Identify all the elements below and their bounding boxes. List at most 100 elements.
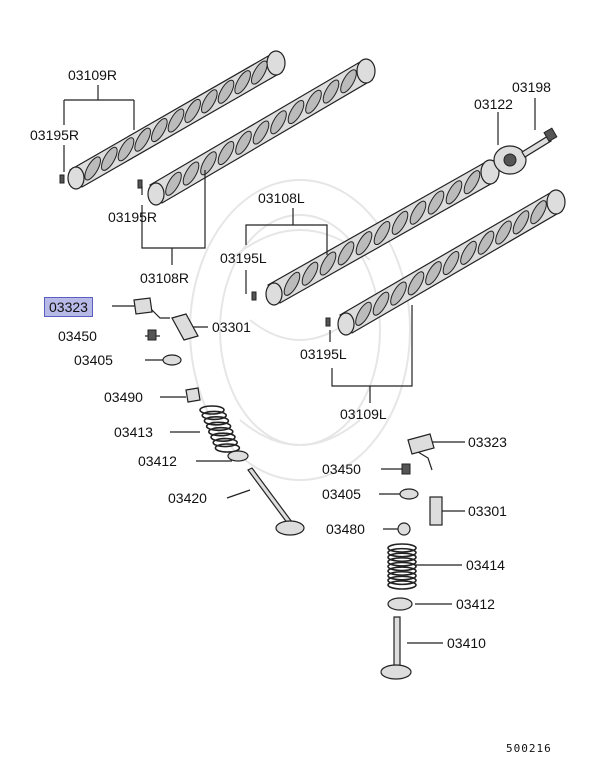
spring-coil — [208, 426, 234, 437]
label-03405-right[interactable]: 03405 — [322, 486, 361, 502]
seat-03412-right — [387, 597, 413, 611]
pin-03195L-bot — [325, 317, 331, 327]
label-03410[interactable]: 03410 — [447, 635, 486, 651]
rocker-arm-03323-left — [133, 297, 153, 315]
spring-03414 — [387, 543, 417, 590]
cam-lobe — [355, 231, 373, 256]
label-03420[interactable]: 03420 — [168, 490, 207, 506]
cam-lobe — [184, 98, 201, 123]
cam-lobe — [182, 161, 200, 186]
spring-coil — [210, 432, 236, 442]
cam-lobe — [167, 108, 185, 133]
label-03323-left-highlighted[interactable]: 03323 — [44, 297, 93, 317]
seal-03405-left — [162, 354, 182, 366]
cam-lobe — [409, 200, 427, 225]
cam-lobe — [117, 137, 135, 162]
label-03109L[interactable]: 03109L — [340, 406, 387, 422]
cam-lobe — [477, 230, 495, 255]
cam-lobe — [407, 271, 425, 296]
cam-lobe — [270, 110, 287, 135]
lash-adjuster-03301-right — [429, 496, 443, 526]
cam-lobe — [134, 127, 151, 152]
valve-03420 — [247, 467, 305, 536]
cam-lobe — [322, 79, 340, 104]
cam-lobe — [165, 171, 182, 196]
rocker-arm-03323-right — [407, 433, 435, 455]
label-03412-left[interactable]: 03412 — [138, 453, 177, 469]
label-03450-right[interactable]: 03450 — [322, 461, 361, 477]
cam-lobe — [201, 89, 218, 114]
cam-lobe — [283, 271, 301, 296]
pin-03195L-top — [251, 291, 257, 301]
cam-lobe — [372, 291, 390, 316]
cam-lobe — [442, 250, 460, 276]
camshaft-03108L — [265, 159, 500, 306]
spring-coil — [387, 580, 417, 590]
label-03108L[interactable]: 03108L — [258, 190, 305, 206]
label-03195L-top[interactable]: 03195L — [220, 250, 267, 266]
spring-coil — [203, 416, 230, 426]
cam-lobe — [84, 156, 101, 181]
label-03413[interactable]: 03413 — [114, 424, 153, 440]
cam-lobe — [495, 220, 512, 245]
cam-lobe — [305, 89, 322, 114]
spring-coil — [387, 557, 417, 567]
camshaft-03109R — [67, 50, 286, 190]
spring-coil — [199, 405, 225, 415]
cam-lobe — [340, 69, 357, 94]
label-03109R[interactable]: 03109R — [68, 67, 118, 83]
retainer-03490 — [185, 387, 201, 403]
spring-coil — [387, 561, 417, 572]
lash-adjuster-03301-left — [171, 313, 199, 341]
spring-coil — [201, 410, 227, 421]
label-03301-left[interactable]: 03301 — [212, 319, 251, 335]
cam-lobe — [217, 79, 235, 104]
cam-lobe — [301, 261, 319, 286]
cam-lobe — [445, 180, 463, 205]
label-03490[interactable]: 03490 — [104, 389, 143, 405]
seat-03412-left — [227, 450, 249, 462]
label-03414[interactable]: 03414 — [466, 557, 505, 573]
label-03450-left[interactable]: 03450 — [58, 328, 97, 344]
cam-lobe — [101, 146, 118, 171]
label-03195L-bot[interactable]: 03195L — [300, 346, 347, 362]
cam-lobe — [355, 301, 372, 326]
cam-lobe — [217, 140, 235, 166]
cam-lobe — [463, 170, 481, 195]
spring-coil — [212, 437, 238, 448]
cam-lobe — [460, 240, 477, 265]
label-03195R-top[interactable]: 03195R — [30, 127, 80, 143]
label-03122[interactable]: 03122 — [474, 96, 513, 112]
cam-lobe — [512, 210, 530, 235]
cam-lobe — [287, 99, 305, 125]
spring-coil — [214, 443, 241, 453]
label-03405-left[interactable]: 03405 — [74, 352, 113, 368]
pin-03195R-top — [59, 174, 65, 184]
pivot-03450-right — [401, 463, 411, 475]
valve-03410 — [380, 616, 412, 680]
cam-lobe — [234, 70, 251, 95]
label-03323-right[interactable]: 03323 — [468, 434, 507, 450]
label-03195R-mid[interactable]: 03195R — [108, 209, 158, 225]
diagram-code: 500216 — [506, 742, 552, 755]
label-03108R[interactable]: 03108R — [140, 270, 190, 286]
cam-lobe — [235, 130, 252, 155]
cam-lobe — [337, 241, 355, 266]
pivot-03450-left — [147, 329, 157, 341]
label-03412-right[interactable]: 03412 — [456, 596, 495, 612]
spring-coil — [387, 547, 417, 558]
cam-lobe — [251, 60, 268, 85]
retainer-03480 — [397, 522, 411, 536]
cam-lobe — [427, 190, 445, 215]
label-03301-right[interactable]: 03301 — [468, 503, 507, 519]
label-03198[interactable]: 03198 — [512, 79, 551, 95]
leader-lines — [63, 85, 536, 644]
camshaft-03109L — [337, 189, 566, 336]
label-03480[interactable]: 03480 — [326, 521, 365, 537]
bolt-03198 — [521, 127, 558, 158]
spring-coil — [205, 421, 232, 432]
cam-lobe — [530, 200, 547, 225]
spring-coil — [387, 566, 417, 576]
cam-lobe — [391, 210, 409, 235]
